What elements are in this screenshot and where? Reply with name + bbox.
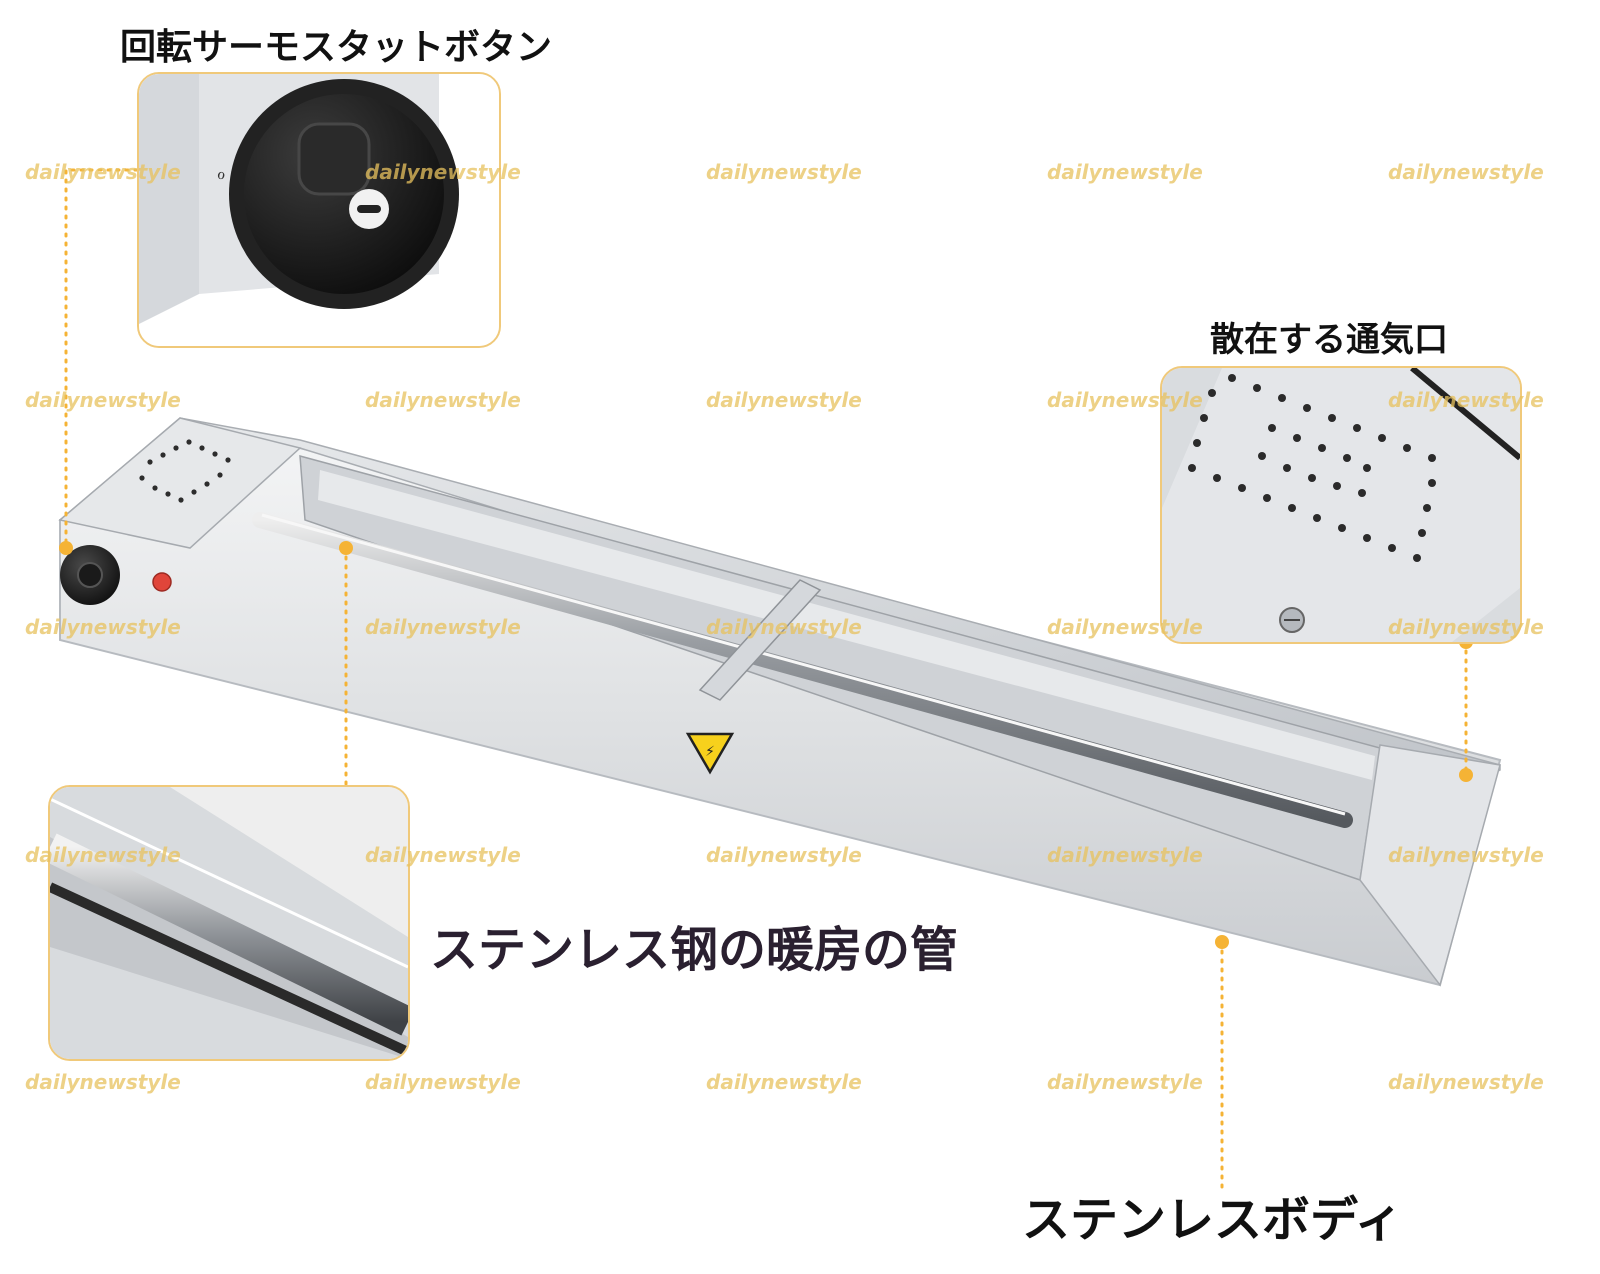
- watermark: dailynewstyle: [25, 1070, 181, 1094]
- watermark: dailynewstyle: [1388, 843, 1544, 867]
- heating-tube-label: ステンレス钢の暖房の管: [430, 922, 959, 978]
- svg-text:ℴ: ℴ: [217, 163, 225, 184]
- vents-label: 散在する通気口: [1210, 320, 1448, 360]
- right-end-cap: [1359, 744, 1501, 987]
- body-connector-dot: [1215, 935, 1229, 949]
- vent-hole-pattern: [1188, 374, 1436, 562]
- indicator-light-icon: [152, 572, 172, 592]
- center-divider: [698, 579, 822, 701]
- watermark: dailynewstyle: [1388, 1070, 1544, 1094]
- vents-closeup: [1162, 368, 1520, 642]
- watermark: dailynewstyle: [706, 615, 862, 639]
- watermark: dailynewstyle: [706, 160, 862, 184]
- watermark: dailynewstyle: [365, 1070, 521, 1094]
- watermark: dailynewstyle: [1388, 160, 1544, 184]
- watermark: dailynewstyle: [706, 1070, 862, 1094]
- thermostat-label: 回転サーモスタットボタン: [120, 27, 553, 68]
- heating-tube-graphic: [252, 512, 1353, 828]
- watermark: dailynewstyle: [365, 615, 521, 639]
- thermostat-callout: ℴ: [137, 72, 501, 348]
- watermark: dailynewstyle: [25, 615, 181, 639]
- left-vent-holes: [139, 439, 231, 503]
- watermark: dailynewstyle: [1388, 615, 1544, 639]
- watermark: dailynewstyle: [365, 160, 521, 184]
- watermark: dailynewstyle: [1047, 160, 1203, 184]
- body-label: ステンレスボディ: [1022, 1192, 1403, 1248]
- thermostat-connector-dot: [59, 541, 73, 555]
- control-panel: [58, 417, 302, 549]
- watermark: dailynewstyle: [25, 843, 181, 867]
- vents-callout: [1160, 366, 1522, 644]
- tube-connector-dot: [339, 541, 353, 555]
- watermark: dailynewstyle: [706, 843, 862, 867]
- watermark: dailynewstyle: [365, 388, 521, 412]
- watermark: dailynewstyle: [1047, 388, 1203, 412]
- thermostat-closeup: ℴ: [139, 74, 499, 346]
- watermark: dailynewstyle: [1047, 1070, 1203, 1094]
- svg-text:⚡: ⚡: [705, 744, 715, 760]
- vent-connector-end-dot: [1459, 768, 1473, 782]
- heating-tube-closeup: [50, 787, 408, 1059]
- warning-triangle-icon: ⚡: [685, 732, 735, 775]
- watermark: dailynewstyle: [1388, 388, 1544, 412]
- watermark: dailynewstyle: [25, 388, 181, 412]
- watermark: dailynewstyle: [706, 388, 862, 412]
- watermark: dailynewstyle: [365, 843, 521, 867]
- watermark: dailynewstyle: [25, 160, 181, 184]
- heating-tube-callout: [48, 785, 410, 1061]
- watermark: dailynewstyle: [1047, 615, 1203, 639]
- watermark: dailynewstyle: [1047, 843, 1203, 867]
- thermostat-connector: [64, 168, 139, 550]
